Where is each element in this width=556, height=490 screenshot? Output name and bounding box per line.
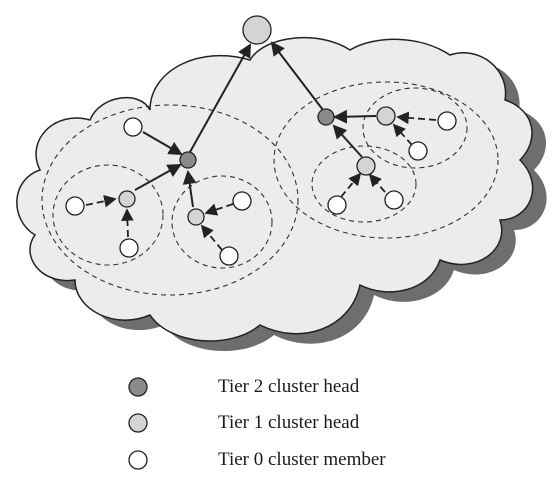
tier0-cluster-member: [437, 111, 457, 131]
tier2-cluster-boundary-right: [273, 81, 499, 239]
link-tier2-left-to-sink: [189, 43, 251, 153]
tier0-cluster-member: [119, 238, 139, 258]
network-hierarchy-diagram: [16, 15, 547, 352]
tier0-cluster-member: [219, 246, 239, 266]
sink-node: [242, 15, 272, 45]
tier1-swatch-icon: [128, 413, 148, 433]
tier1-cluster-boundary-c: [362, 87, 468, 169]
tier2-cluster-boundary-left: [41, 104, 299, 296]
link-tier1c-to-tier2-right: [333, 109, 377, 124]
tier1-cluster-head-c: [376, 106, 396, 126]
legend-item-tier2: Tier 2 cluster head: [126, 375, 446, 401]
legend-label-tier0: Tier 0 cluster member: [218, 449, 386, 470]
tier0-swatch-icon: [128, 450, 148, 470]
tier0-cluster-member: [123, 117, 143, 137]
link-tier0-to-tier1b-1: [204, 203, 234, 216]
network-cloud: [16, 37, 534, 342]
tier2-swatch-icon: [128, 377, 148, 397]
legend-item-tier0: Tier 0 cluster member: [126, 448, 446, 474]
link-tier1b-to-tier2-left: [182, 170, 197, 208]
link-tier0-to-tier1a-1: [85, 195, 117, 208]
link-tier1a-to-tier2-left: [134, 164, 182, 191]
tier1-cluster-head-a: [118, 190, 136, 208]
link-tier0-to-tier1d-2: [368, 173, 386, 193]
tier1-cluster-boundary-b: [171, 175, 273, 269]
link-tier1d-to-tier2-right: [332, 124, 363, 158]
tier0-cluster-member: [384, 190, 404, 210]
tier0-cluster-member: [65, 196, 85, 216]
legend-label-tier1: Tier 1 cluster head: [218, 412, 360, 433]
link-tier0-to-tier1a-2: [121, 208, 134, 238]
link-tier0-to-tier1d-1: [340, 172, 362, 198]
tier1-cluster-head-d: [356, 156, 376, 176]
legend-item-tier1: Tier 1 cluster head: [126, 411, 446, 437]
link-tier0-to-tier1c-1: [396, 111, 437, 125]
tier1-cluster-head-b: [187, 208, 205, 226]
tier2-cluster-head-right: [317, 108, 335, 126]
tier0-cluster-member: [232, 191, 252, 211]
link-tier0-to-tier1c-2: [392, 123, 413, 146]
tier1-cluster-boundary-d: [311, 145, 417, 223]
tier1-cluster-boundary-a: [52, 164, 164, 266]
link-tier0-to-tier1b-2: [200, 224, 223, 251]
tier0-cluster-member: [408, 141, 428, 161]
legend: Tier 2 cluster head Tier 1 cluster head …: [0, 370, 556, 490]
tier2-cluster-head-left: [179, 151, 197, 169]
link-tier2-right-to-sink: [270, 41, 324, 111]
tier0-cluster-member: [327, 195, 347, 215]
link-tier0-to-tier2-left: [142, 131, 183, 156]
legend-label-tier2: Tier 2 cluster head: [218, 376, 360, 397]
